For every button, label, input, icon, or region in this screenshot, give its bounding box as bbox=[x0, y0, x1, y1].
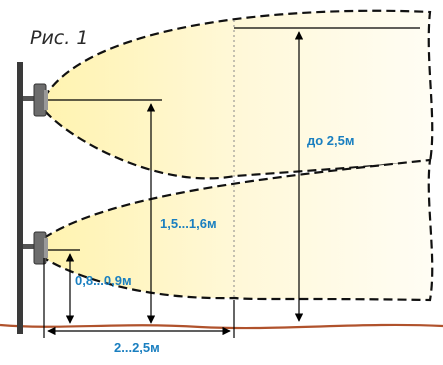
upper-lamp-icon bbox=[23, 83, 48, 117]
upper-height-label: 1,5...1,6м bbox=[160, 216, 217, 231]
figure-title: Рис. 1 bbox=[30, 27, 88, 49]
ground-line bbox=[0, 323, 443, 330]
lower-height-label: 0,8...0,9м bbox=[75, 273, 132, 288]
lower-lamp-icon bbox=[23, 231, 48, 265]
distance-label: 2...2,5м bbox=[114, 340, 160, 355]
upper-beam bbox=[42, 9, 434, 180]
pole bbox=[17, 62, 23, 334]
max-width-label: до 2,5м bbox=[307, 133, 355, 148]
